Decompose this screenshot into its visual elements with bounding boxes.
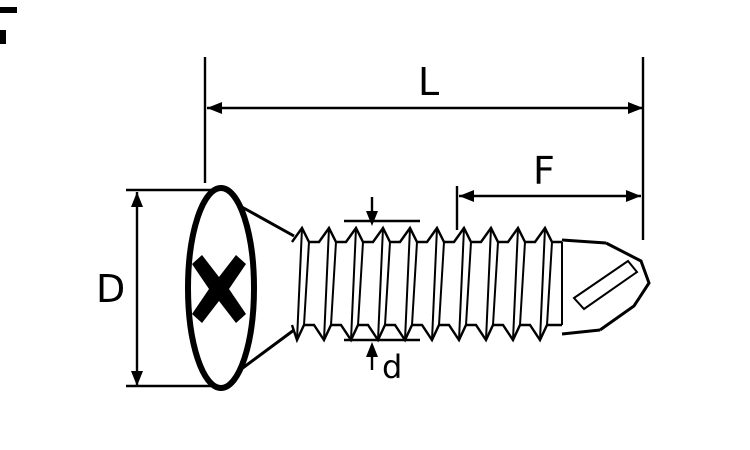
drill-flute [572, 259, 639, 311]
point-top-edge [561, 238, 607, 245]
head-cone-top-edge [239, 204, 295, 238]
arrowhead-left [459, 190, 474, 202]
dimension-F: F [455, 149, 641, 230]
dimension-label-F: F [533, 149, 555, 193]
dimension-label-d: d [382, 348, 402, 386]
dimension-d: d [344, 197, 420, 386]
arrowhead-top [131, 192, 143, 207]
dimension-label-L: L [418, 60, 439, 104]
arrowhead-right [628, 102, 643, 114]
screw [185, 185, 651, 391]
arrowhead-bottom [131, 371, 143, 386]
arrowhead-up [366, 342, 378, 357]
thread-top-profile [291, 225, 562, 244]
scan-artifact [0, 7, 17, 44]
scan-artifact-mark [0, 30, 6, 44]
thread-bottom-profile [290, 323, 562, 344]
arrowhead-left [207, 102, 222, 114]
phillips-cross-recess [192, 255, 246, 323]
dimension-L: L [203, 57, 645, 240]
head-cone-bottom-edge [239, 328, 295, 372]
arrowhead-right [626, 190, 641, 202]
point-bottom-edge [561, 328, 601, 336]
thread-flank-lines-back [303, 241, 553, 326]
arrowhead-down [366, 211, 378, 226]
drill-tip-outline [599, 241, 651, 332]
thread-flank-lines-front [296, 227, 546, 341]
dimension-label-D: D [96, 267, 125, 311]
scan-artifact-mark [0, 7, 17, 13]
dimension-D: D [96, 188, 212, 388]
